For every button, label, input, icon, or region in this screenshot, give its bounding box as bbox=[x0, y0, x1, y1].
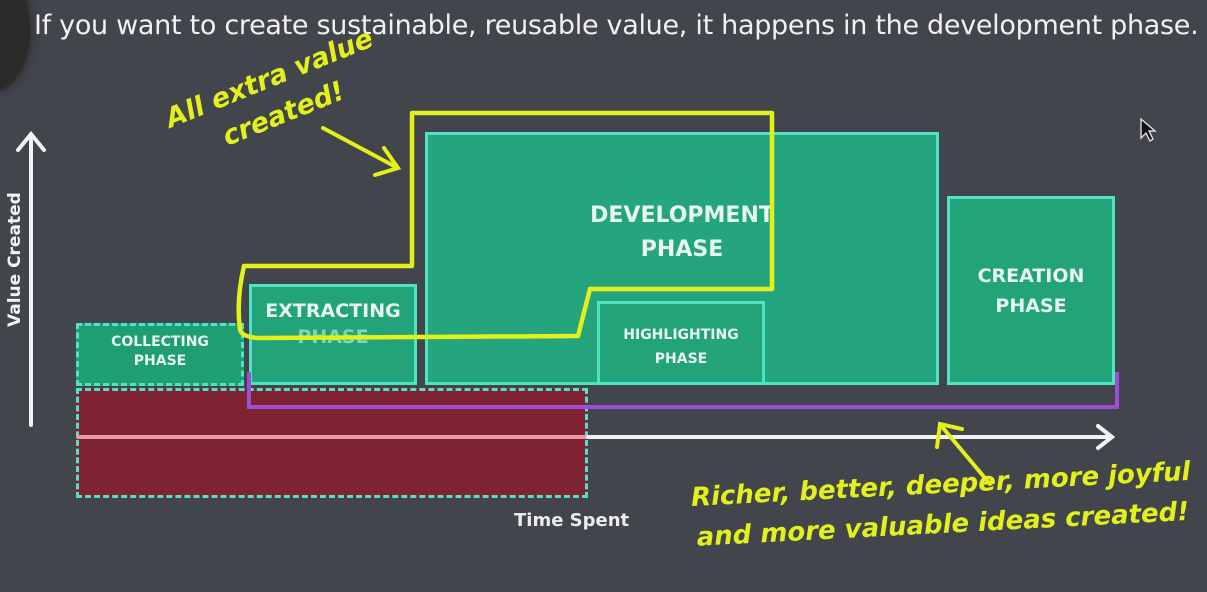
value-bracket bbox=[247, 372, 1119, 409]
collecting-phase-label: COLLECTING PHASE bbox=[111, 334, 209, 369]
y-axis-arrow bbox=[16, 130, 46, 427]
mouse-cursor-icon bbox=[1140, 117, 1157, 143]
extra-value-arrow bbox=[321, 126, 402, 177]
extracting-phase-box: EXTRACTING PHASE bbox=[249, 284, 417, 385]
creation-phase-label: CREATION PHASE bbox=[977, 265, 1085, 318]
collecting-phase-box: COLLECTING PHASE bbox=[76, 323, 244, 386]
x-axis-arrow bbox=[76, 424, 1116, 450]
creation-phase-box: CREATION PHASE bbox=[947, 196, 1115, 385]
headline: If you want to create sustainable, reusa… bbox=[34, 10, 1199, 41]
highlighting-phase-box: HIGHLIGHTING PHASE bbox=[597, 301, 765, 385]
richer-arrow bbox=[935, 421, 992, 486]
extra-value-outline bbox=[236, 110, 775, 341]
highlighting-phase-label: HIGHLIGHTING PHASE bbox=[623, 327, 739, 367]
development-phase-label: DEVELOPMENT PHASE bbox=[590, 203, 774, 263]
x-axis-label: Time Spent bbox=[514, 510, 630, 531]
